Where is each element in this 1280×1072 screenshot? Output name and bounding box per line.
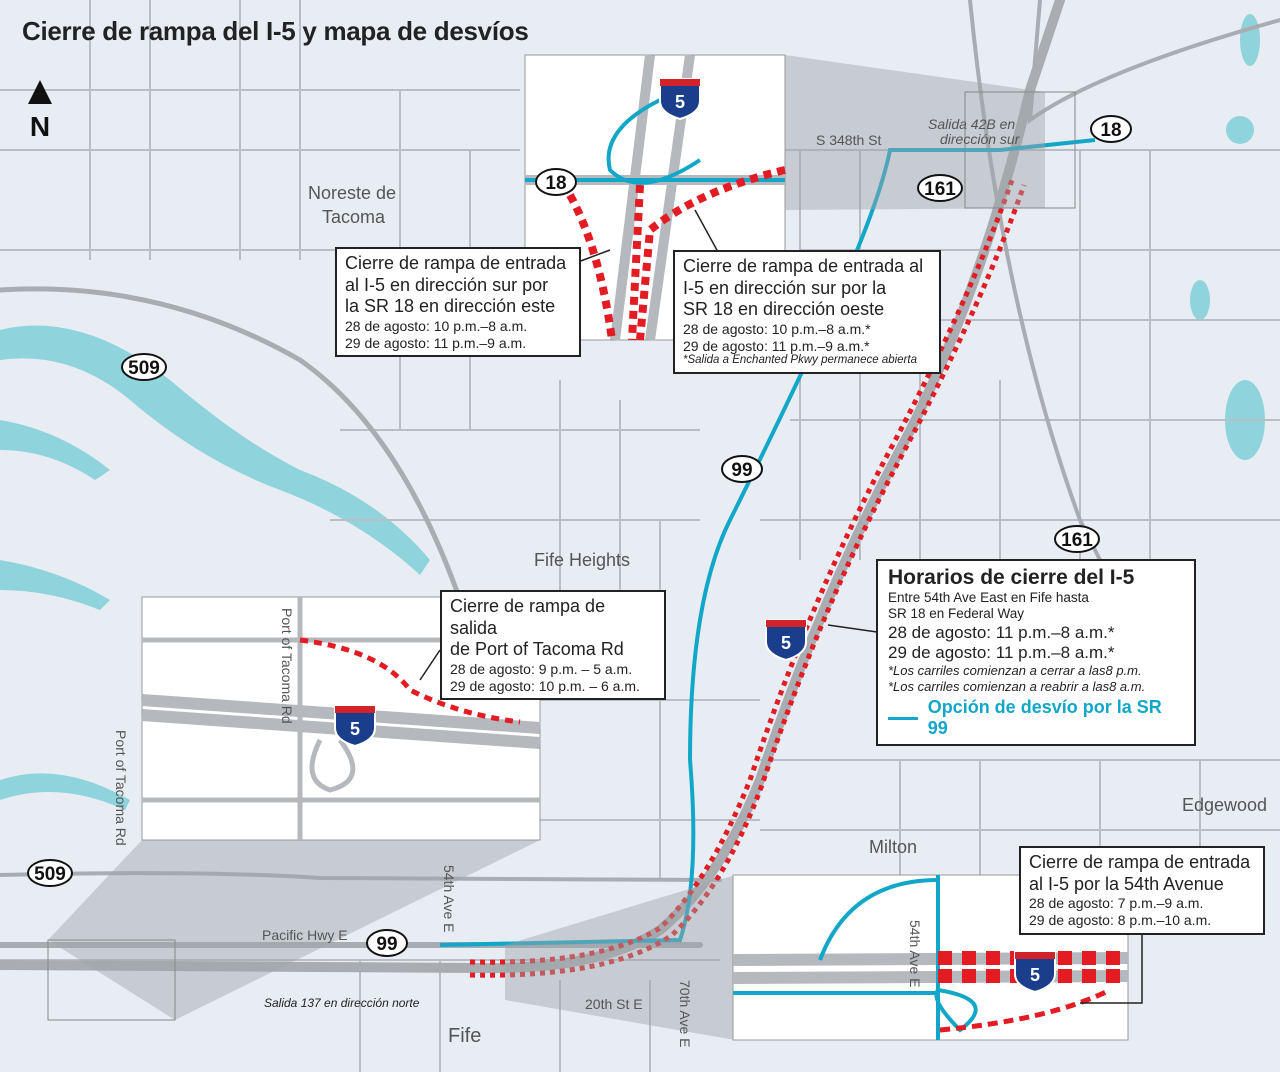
svg-text:161: 161 [924,179,956,200]
callout-date: 29 de agosto: 8 p.m.–10 a.m. [1029,911,1212,928]
north-arrow-icon: N [28,80,52,142]
i5-closure-route [469,179,1027,978]
callout-line: SR 18 en dirección oeste [683,299,885,320]
place-fife-heights: Fife Heights [534,550,631,570]
legend-title: Horarios de cierre del I-5 [888,566,1135,589]
callout-line: al I-5 por la 54th Avenue [1029,873,1224,894]
street-54th-ave-inset: 54th Ave E [907,920,923,987]
i5-label-inset3: 5 [1030,965,1040,985]
street-54th-ave: 54th Ave E [441,865,457,932]
salida-42b-1: Salida 42B en [928,116,1015,132]
sr18-shield-inset: 18 [535,168,577,196]
legend-detour-entry: Opción de desvío por la SR 99 [888,697,1184,740]
i5-label-main: 5 [781,633,791,653]
street-70th-ave: 70th Ave E [677,980,693,1047]
callout-line: Cierre de rampa de entrada [345,253,567,273]
callout-line: Cierre de rampa de salida [450,596,606,638]
callout-line: Cierre de rampa de entrada al [683,256,924,276]
sr18-shield: 18 [1090,115,1132,143]
callout-line: la SR 18 en dirección este [345,296,556,317]
legend-date: 28 de agosto: 11 p.m.–8 a.m.* [888,622,1115,642]
legend-detour-label: Opción de desvío por la SR 99 [927,696,1162,739]
sr99-shield-north: 99 [721,455,763,483]
callout-date: 28 de agosto: 7 p.m.–9 a.m. [1029,895,1204,912]
svg-text:18: 18 [1100,120,1121,141]
street-s348: S 348th St [816,132,881,148]
sr99-detour-route [439,138,1096,947]
i5-label-inset1: 5 [675,92,685,112]
street-port-tacoma-inset: Port of Tacoma Rd [279,608,295,724]
water-bodies [0,14,1265,810]
svg-text:509: 509 [34,864,66,885]
callout-date: 28 de agosto: 9 p.m. – 5 a.m. [450,660,633,677]
i5-label-inset2: 5 [350,719,360,739]
north-label: N [30,111,50,142]
callout-line: al I-5 en dirección sur por [345,274,549,295]
svg-text:99: 99 [376,934,397,955]
svg-text:99: 99 [731,460,752,481]
svg-text:509: 509 [128,358,160,379]
sr509-shield-north: 509 [121,353,167,381]
callout-line: Cierre de rampa de entrada [1029,852,1251,872]
sr509-shield-south: 509 [27,859,73,887]
callout-54th-ave: Cierre de rampa de entrada al I-5 por la… [1019,846,1265,935]
callout-note: *Salida a Enchanted Pkwy permanece abier… [683,354,917,367]
legend-date: 29 de agosto: 11 p.m.–8 a.m.* [888,642,1115,662]
place-tacoma: Tacoma [322,207,386,227]
callout-date: 29 de agosto: 11 p.m.–9 a.m. [345,334,527,351]
sr161-shield-north: 161 [917,174,963,202]
callout-line: I-5 en dirección sur por la [683,277,887,298]
callout-sr18-east: Cierre de rampa de entrada al I-5 en dir… [335,247,581,358]
callout-date: 29 de agosto: 11 p.m.–9 a.m.* [683,337,870,354]
place-edgewood: Edgewood [1182,795,1268,815]
callout-sr18-west: Cierre de rampa de entrada al I-5 en dir… [673,250,941,375]
street-pacific-hwy: Pacific Hwy E [262,927,348,943]
inset-port-of-tacoma [141,596,541,841]
place-fife: Fife [448,1025,482,1047]
legend-sub: SR 18 en Federal Way [888,606,1025,622]
salida-137: Salida 137 en dirección norte [264,996,420,1010]
svg-text:18: 18 [545,173,566,194]
legend-note: *Los carriles comienzan a cerrar a las8 … [888,663,1142,679]
inset-connectors [48,55,1045,1040]
legend-sub: Entre 54th Ave East en Fife hasta [888,590,1089,606]
callout-date: 28 de agosto: 10 p.m.–8 a.m. [345,317,528,334]
highways [0,0,1280,974]
svg-text:161: 161 [1061,530,1093,551]
page-title: Cierre de rampa del I-5 y mapa de desvío… [22,16,529,46]
street-port-tacoma: Port of Tacoma Rd [113,730,129,846]
callout-port-tacoma: Cierre de rampa de salida de Port of Tac… [440,590,666,701]
place-milton: Milton [869,837,918,857]
legend-closure-schedule: Horarios de cierre del I-5 Entre 54th Av… [876,559,1196,746]
salida-42b-2: dirección sur [940,131,1021,147]
detour-swatch [888,716,918,720]
callout-line: de Port of Tacoma Rd [450,639,624,660]
legend-note: *Los carriles comienzan a reabrir a las8… [888,678,1146,694]
sr161-shield-south: 161 [1054,525,1100,553]
sr99-shield-south: 99 [366,929,408,957]
callout-leaders [419,209,1143,1004]
place-noreste: Noreste de [308,183,397,203]
callout-date: 28 de agosto: 10 p.m.–8 a.m.* [683,320,871,337]
callout-date: 29 de agosto: 10 p.m. – 6 a.m. [450,677,640,694]
street-20th: 20th St E [585,996,643,1012]
